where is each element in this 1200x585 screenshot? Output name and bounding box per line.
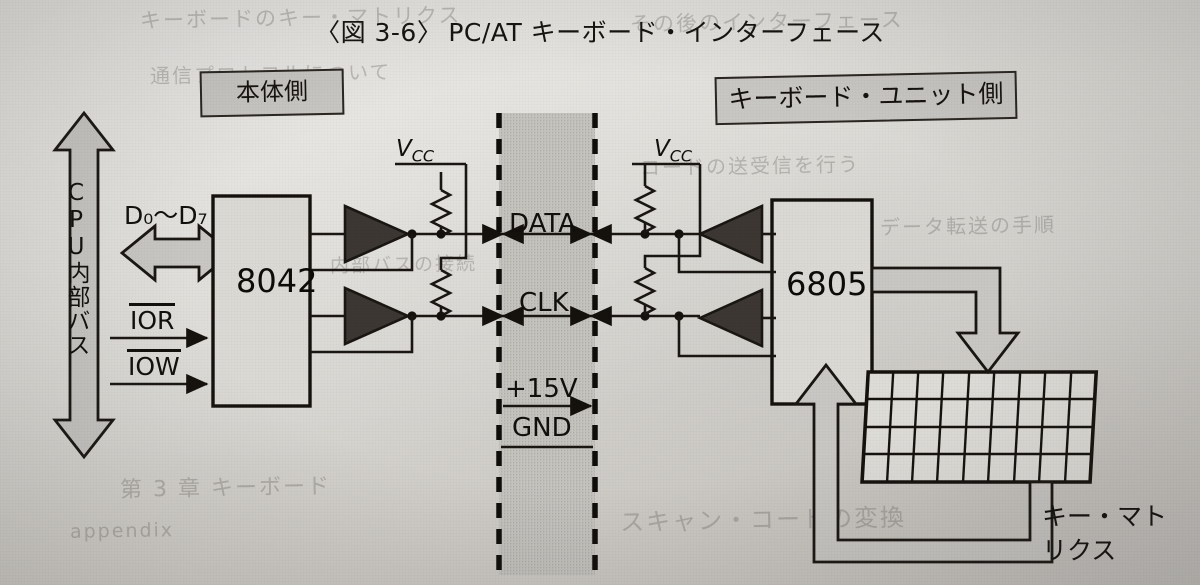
scan-output-arrow: [870, 266, 1021, 375]
figure-title-text: PC/AT キーボード・インターフェース: [448, 18, 885, 47]
pullup-resistor-host-data: [429, 188, 453, 238]
host-side-label: 本体側: [235, 77, 309, 107]
cable-signal-15v-label: +15V: [505, 374, 578, 404]
cpu-bus-label: CPU内部バス: [63, 180, 89, 357]
host-data-feedback: [310, 234, 414, 272]
junction-dot: [436, 311, 446, 321]
key-matrix-label-line2: リクス: [1042, 536, 1117, 565]
cable-signal-data-label: DATA: [509, 209, 576, 239]
keyboard-side-label: キーボード・ユニット側: [728, 79, 1004, 114]
pullup-resistor-kbd-clk: [633, 266, 657, 316]
ior-signal-label: IOR: [128, 303, 176, 335]
chip-8042-box: [211, 194, 312, 408]
vcc-label-host: VCC: [396, 136, 435, 166]
keyboard-side-label-box: キーボード・ユニット側: [714, 70, 1018, 126]
kbd-clk-feedback: [677, 316, 776, 358]
chip-6805-label: 6805: [786, 265, 868, 303]
cable-signal-clk-label: CLK: [519, 288, 569, 318]
cable-signal-gnd-label: GND: [512, 413, 572, 443]
buffer-keyboard-data: [696, 203, 764, 265]
figure-number: 〈図 3-6〉: [315, 18, 443, 47]
pullup-resistor-host-clk: [429, 268, 453, 318]
buffer-keyboard-clk: [696, 287, 764, 349]
iow-signal-label: IOW: [127, 349, 181, 381]
chip-8042-label: 8042: [236, 262, 318, 300]
key-matrix-label: キー・マト リクス: [1042, 500, 1167, 568]
figure-title: 〈図 3-6〉PC/AT キーボード・インターフェース: [0, 13, 1200, 49]
host-side-label-box: 本体側: [199, 68, 345, 118]
kbd-data-feedback: [677, 234, 776, 274]
key-matrix-lines: [863, 372, 1095, 482]
buffer-host-clk: [343, 285, 412, 347]
junction-dot: [436, 229, 446, 239]
pullup-resistor-kbd-data: [633, 184, 657, 234]
buffer-host-data: [343, 203, 412, 265]
cpu-internal-bus-arrow: [52, 110, 116, 460]
vcc-branch-kbd-clk: [643, 164, 702, 268]
key-matrix-label-line1: キー・マト: [1042, 502, 1168, 531]
host-clk-feedback: [310, 316, 414, 354]
data-bus-label: D₀〜D₇: [124, 201, 208, 230]
key-return-arrow: [793, 362, 1054, 564]
cable-channel: [499, 113, 595, 575]
vcc-label-keyboard: VCC: [654, 136, 693, 166]
vcc-branch-host-clk: [439, 238, 468, 270]
